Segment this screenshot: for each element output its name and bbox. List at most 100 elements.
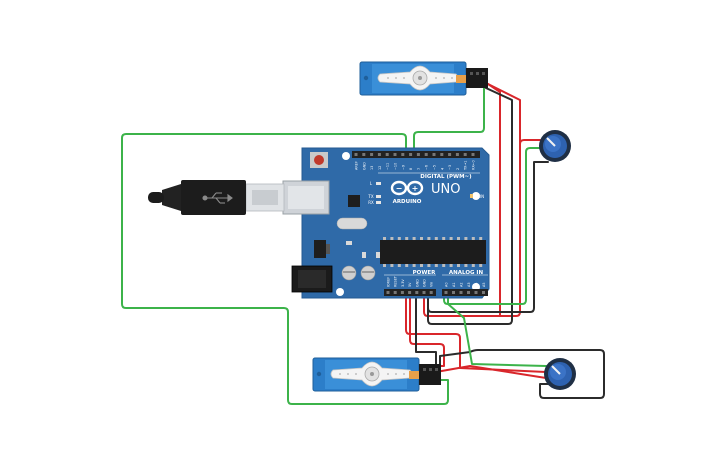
wire-red-lower-1[interactable]	[405, 295, 547, 373]
servo-motor-bottom[interactable]	[312, 357, 441, 392]
servo-motor-top[interactable]	[359, 61, 488, 96]
chip-pin	[442, 237, 446, 240]
tx-led	[376, 195, 381, 198]
crystal	[336, 217, 368, 230]
digital-pin[interactable]	[401, 153, 405, 156]
chip-pin	[427, 264, 431, 267]
brand-label: ARDUINO	[393, 199, 422, 205]
chip-pin	[434, 237, 438, 240]
logo-plus: +	[412, 184, 419, 193]
servo-wire-bundle	[409, 371, 421, 379]
mounting-hole	[472, 192, 480, 200]
digital-pin[interactable]	[471, 153, 475, 156]
potentiometer-bottom[interactable]	[544, 358, 576, 390]
servo-screw	[418, 76, 422, 80]
analog-pin[interactable]	[459, 291, 463, 294]
on-label: ON	[478, 194, 484, 199]
digital-pin[interactable]	[393, 153, 397, 156]
chip-pin	[412, 264, 416, 267]
usb-cable-end	[148, 192, 164, 203]
analog-pin-label: A0	[445, 283, 449, 287]
analog-pin[interactable]	[467, 291, 470, 294]
smd-component	[362, 252, 366, 258]
servo-screw	[370, 372, 374, 376]
wire-black-top-servo[interactable]	[427, 87, 513, 325]
wire-green-top-servo[interactable]	[413, 87, 485, 153]
wire-green-top-pot[interactable]	[443, 147, 541, 305]
power-pin[interactable]	[400, 291, 404, 294]
digital-pin[interactable]	[385, 153, 389, 156]
analog-pin-label: A1	[452, 283, 456, 287]
wire-red-lower-3[interactable]	[435, 365, 547, 379]
on-led	[470, 194, 473, 198]
digital-pin-label: 8	[409, 168, 413, 170]
digital-pin-label: 7	[417, 168, 421, 170]
digital-pin[interactable]	[463, 153, 467, 156]
power-pin[interactable]	[429, 291, 433, 294]
wire-red-top-servo-2[interactable]	[487, 83, 501, 317]
digital-pin[interactable]	[455, 153, 459, 156]
digital-pin-label: ~3	[448, 165, 452, 170]
digital-pin[interactable]	[424, 153, 428, 156]
power-pin-label: IOREF	[387, 277, 391, 287]
usb-cable[interactable]	[148, 180, 285, 215]
power-pin[interactable]	[386, 291, 390, 294]
wires	[121, 83, 605, 405]
digital-pin[interactable]	[416, 153, 420, 156]
chip-pin	[457, 264, 460, 267]
arduino-logo-icon	[390, 180, 424, 196]
reset-button[interactable]	[314, 155, 324, 165]
chip-pin	[457, 237, 460, 240]
digital-pin[interactable]	[354, 153, 358, 156]
l-led	[376, 182, 381, 185]
digital-pin[interactable]	[377, 153, 381, 156]
wire-black-top-pot[interactable]	[427, 161, 549, 313]
usb-plug-metal-inner	[252, 190, 278, 205]
digital-pin[interactable]	[432, 153, 436, 156]
digital-pin-label: 4	[440, 168, 444, 170]
digital-pin[interactable]	[362, 153, 366, 156]
wire-red-top-pot[interactable]	[519, 139, 541, 161]
digital-pin[interactable]	[440, 153, 444, 156]
atmega-chip	[380, 240, 486, 264]
digital-pin[interactable]	[448, 153, 452, 156]
analog-pin[interactable]	[444, 291, 448, 294]
power-pin[interactable]	[393, 291, 397, 294]
wire-green-left-loop[interactable]	[121, 133, 449, 405]
power-pin[interactable]	[422, 291, 426, 294]
wire-black-lower-2[interactable]	[439, 349, 605, 399]
potentiometer-top[interactable]	[539, 130, 571, 162]
chip-pin	[405, 264, 409, 267]
digital-pin[interactable]	[370, 153, 374, 156]
analog-pin-row	[444, 291, 485, 294]
digital-pin-label: ~10	[394, 163, 398, 170]
rx-led	[376, 201, 381, 204]
servo-connector[interactable]	[466, 68, 488, 88]
servo-connector[interactable]	[419, 364, 441, 385]
wire-green-lower-pot[interactable]	[447, 295, 547, 367]
chip-pin	[449, 264, 453, 267]
analog-pin[interactable]	[474, 291, 478, 294]
usb-plug-strain-relief	[162, 184, 181, 211]
usb-port-inner	[288, 186, 324, 209]
analog-pin-label: A2	[460, 283, 464, 287]
digital-pin[interactable]	[409, 153, 413, 156]
power-pin[interactable]	[408, 291, 412, 294]
chip-pin	[397, 237, 401, 240]
smd-component	[376, 252, 380, 258]
l-label: L	[370, 181, 373, 186]
analog-pin-label: A5	[482, 283, 486, 287]
voltage-regulator	[314, 240, 326, 258]
analog-pin[interactable]	[482, 291, 485, 294]
usb-icon	[202, 192, 233, 204]
digital-pin-label: GND	[362, 162, 366, 170]
power-pin[interactable]	[415, 291, 419, 294]
wire-red-lower-2[interactable]	[409, 295, 445, 367]
analog-pin[interactable]	[452, 291, 455, 294]
chip-pin	[427, 237, 431, 240]
digital-pin-label: TX→1	[464, 161, 468, 171]
